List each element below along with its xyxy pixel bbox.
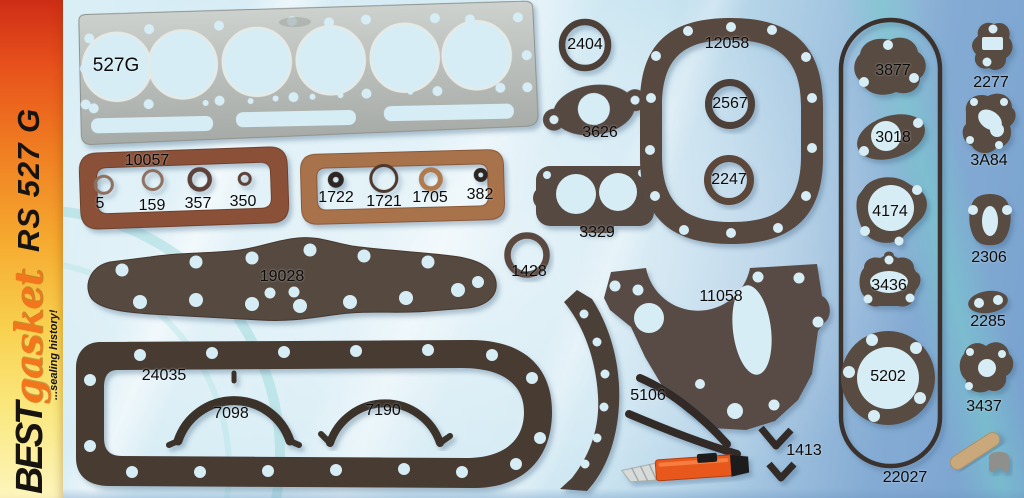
- gasket-12058: [640, 18, 823, 244]
- part-label-2277: 2277: [973, 74, 1009, 91]
- gasket-2247: [704, 155, 754, 205]
- part-label-1428: 1428: [511, 263, 547, 280]
- part-label-5106: 5106: [630, 387, 666, 404]
- gasket-2404: [558, 18, 612, 72]
- gasket-3329: [533, 166, 660, 233]
- part-label-350: 350: [229, 193, 257, 210]
- ring-5: [93, 174, 114, 195]
- part-label-19028: 19028: [259, 268, 305, 285]
- gasket-curved-strip: [560, 290, 620, 491]
- ring-1705: [418, 167, 443, 192]
- part-label-10057: 10057: [124, 152, 170, 169]
- gasket-3436: [859, 251, 921, 307]
- gasket-3018: [857, 114, 925, 160]
- part-label-3626: 3626: [582, 124, 618, 141]
- gasket-22027: [838, 17, 943, 469]
- ring-357: [187, 167, 212, 192]
- gasket-3877: [854, 37, 926, 95]
- part-label-382: 382: [466, 186, 494, 203]
- gasket-1428: [504, 232, 550, 278]
- gasket-7190: [318, 399, 453, 447]
- part-label-3329: 3329: [579, 224, 615, 241]
- part-label-1705: 1705: [412, 189, 448, 206]
- part-label-1721: 1721: [366, 193, 402, 210]
- gasket-24035: [76, 340, 552, 488]
- ring-350: [237, 171, 252, 186]
- gasket-19028: [87, 237, 497, 322]
- part-label-1722: 1722: [318, 189, 354, 206]
- part-label-3018: 3018: [875, 129, 911, 146]
- part-label-3877: 3877: [875, 62, 911, 79]
- part-label-22027: 22027: [882, 469, 928, 486]
- gasket-5106-strips: [625, 374, 741, 458]
- part-label-7190: 7190: [365, 402, 401, 419]
- gasket-7098: [166, 370, 302, 448]
- gasket-box-10057: [78, 146, 290, 230]
- part-label-3a84: 3A84: [970, 152, 1008, 169]
- gasket-1413-chevrons: [758, 425, 797, 482]
- knife-slider: [696, 452, 718, 463]
- part-label-5202: 5202: [870, 368, 906, 385]
- part-label-2567: 2567: [712, 95, 748, 112]
- part-label-12058: 12058: [704, 35, 750, 52]
- part-label-5: 5: [95, 195, 105, 212]
- gasket-2567: [705, 79, 755, 129]
- part-label-24035: 24035: [141, 367, 187, 384]
- head-gasket-527g: [78, 0, 539, 145]
- part-label-357: 357: [184, 195, 212, 212]
- gasket-4174: [856, 177, 927, 246]
- gasket-3437: [959, 342, 1014, 393]
- part-label-159: 159: [138, 197, 166, 214]
- gasket-11058: [604, 264, 830, 430]
- gasket-2285: [968, 290, 1008, 314]
- brand-logo: BESTgasket ...sealing history!: [6, 264, 68, 494]
- part-label-2404: 2404: [567, 36, 603, 53]
- part-label-7098: 7098: [213, 405, 249, 422]
- ring-1721: [369, 163, 399, 193]
- part-label-2285: 2285: [970, 313, 1006, 330]
- horseshoe-seal: [989, 451, 1009, 473]
- part-label-527g: 527G: [92, 55, 140, 76]
- gasket-3a84: [962, 93, 1016, 154]
- bottom-shade: [0, 488, 1024, 498]
- gasket-2277: [972, 22, 1013, 70]
- sealant-stick: [949, 432, 1001, 470]
- brand-gasket: gasket: [6, 269, 51, 405]
- part-label-3437: 3437: [966, 398, 1002, 415]
- side-banner: RS 527 G BESTgasket ...sealing history!: [0, 0, 63, 498]
- stamp-smudge: [278, 17, 311, 28]
- gasket-2306: [968, 194, 1012, 246]
- part-label-3436: 3436: [871, 277, 907, 294]
- gasket-5202: [841, 331, 935, 425]
- brand-best: BEST: [9, 404, 51, 494]
- part-label-1413: 1413: [786, 442, 822, 459]
- gasket-box-1722: [300, 149, 505, 225]
- utility-knife: [620, 452, 750, 483]
- part-label-2247: 2247: [711, 171, 747, 188]
- part-label-2306: 2306: [971, 249, 1007, 266]
- part-label-11058: 11058: [699, 288, 743, 305]
- knife-end-cap: [729, 454, 750, 477]
- brand-tagline: ...sealing history!: [48, 309, 60, 400]
- ring-159: [141, 169, 164, 192]
- part-label-4174: 4174: [872, 203, 908, 220]
- model-number: RS 527 G: [11, 107, 46, 252]
